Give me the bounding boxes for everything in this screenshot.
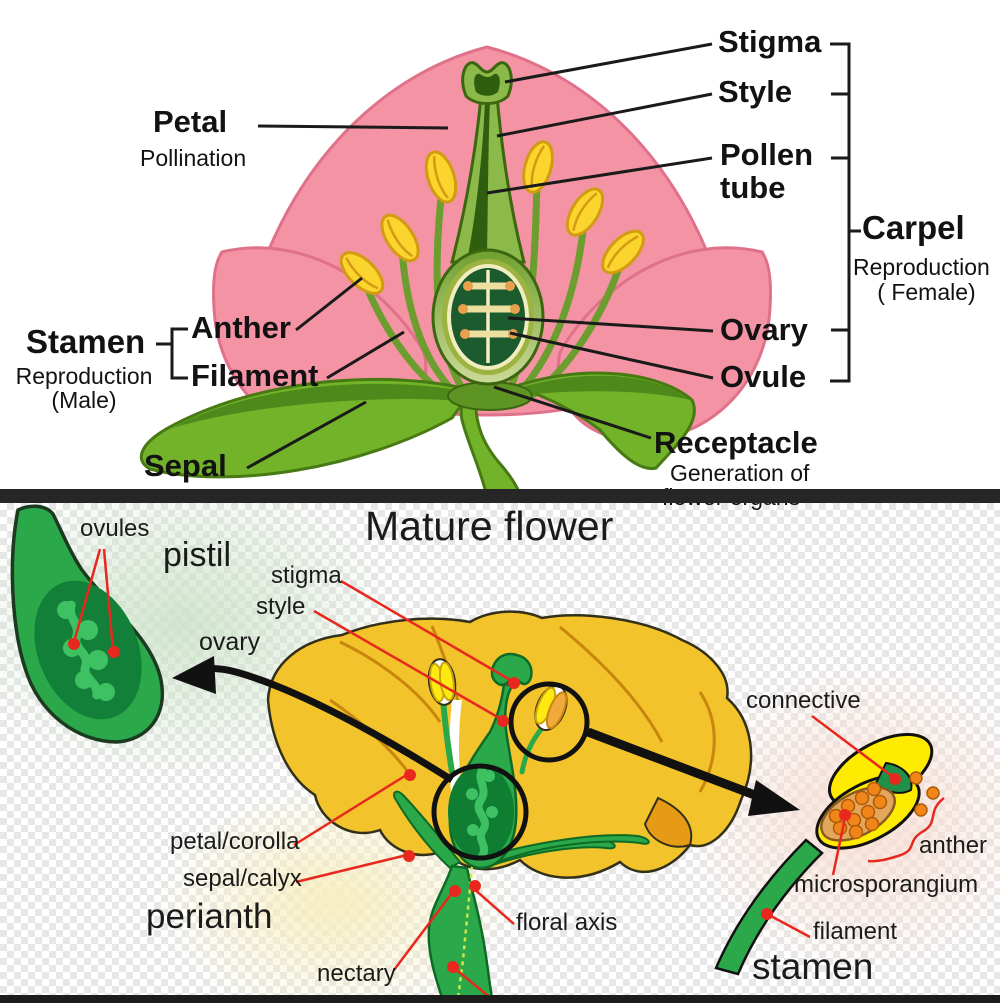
stamen-label: Stamen [26, 323, 146, 360]
ovary-label: Ovary [720, 312, 808, 347]
ovary-arrow [172, 656, 454, 783]
pollen-tube-label: Pollen tube [720, 137, 814, 205]
stigma-label: Stigma [718, 24, 822, 59]
stamen-subtitle-2: (Male) [51, 387, 117, 413]
receptacle-subtitle-1: Generation of [670, 460, 810, 486]
bottom-flower-illustration [10, 504, 945, 1001]
style-label: Style [718, 74, 793, 109]
carpel-shapes [431, 61, 545, 386]
mature-filament-label: filament [813, 918, 898, 945]
pistil-label: pistil [163, 536, 232, 574]
top-leader-lines [246, 42, 714, 470]
left-anther [427, 658, 457, 706]
right-anther [534, 685, 568, 731]
connective-label: connective [746, 687, 861, 714]
petal-label: Petal [153, 104, 228, 139]
red-leader-dots [68, 638, 901, 973]
sepal-calyx-label: sepal/calyx [183, 865, 302, 892]
stamen-bracket [156, 327, 188, 380]
carpel-label: Carpel [862, 209, 965, 246]
section-divider-bar [0, 489, 1000, 503]
floral-axis-line [456, 825, 478, 999]
top-flower-illustration [139, 42, 861, 499]
stamen-subtitle-1: Reproduction [15, 363, 153, 389]
ovules-label: ovules [80, 515, 150, 542]
anther-highlight-circle [508, 681, 590, 763]
stamen-arrow [586, 727, 800, 816]
mature-style-label: style [256, 593, 306, 620]
mature-ovary-label: ovary [199, 628, 261, 656]
perianth-label: perianth [146, 897, 273, 936]
receptacle-label: Receptacle [654, 425, 818, 460]
ovule-label: Ovule [720, 359, 807, 394]
mature-anther-label: anther [919, 832, 988, 859]
corolla-lower-fold [643, 796, 693, 848]
sepal-shapes [139, 371, 696, 479]
carpel-subtitle-1: Reproduction [853, 254, 990, 280]
pollination-subtitle: Pollination [140, 145, 247, 171]
mature-stigma-label: stigma [271, 562, 342, 589]
ovary-highlight-circle [431, 763, 529, 861]
nectary-label: nectary [317, 960, 396, 987]
bottom-edge-bar [0, 995, 1000, 1003]
red-leader-lines [72, 548, 894, 1001]
corolla-shape [266, 610, 753, 879]
mature-pistil [448, 652, 533, 870]
anther-shapes [339, 140, 645, 295]
anther-label: Anther [191, 310, 291, 345]
pistil-detail [10, 504, 165, 744]
mature-stamen-label: stamen [752, 946, 874, 987]
petal-corolla-label: petal/corolla [170, 828, 300, 855]
mature-sepal-shapes [393, 790, 650, 870]
sepal-label: Sepal [144, 448, 227, 483]
floral-axis-label: floral axis [516, 909, 618, 936]
anther-brace-squiggle [867, 797, 945, 863]
mature-flower-title: Mature flower [365, 503, 614, 549]
microsporangium-label: microsporangium [794, 871, 979, 898]
carpel-subtitle-2: ( Female) [877, 279, 976, 305]
filament-label: Filament [191, 358, 319, 393]
carpel-bracket [830, 42, 861, 383]
